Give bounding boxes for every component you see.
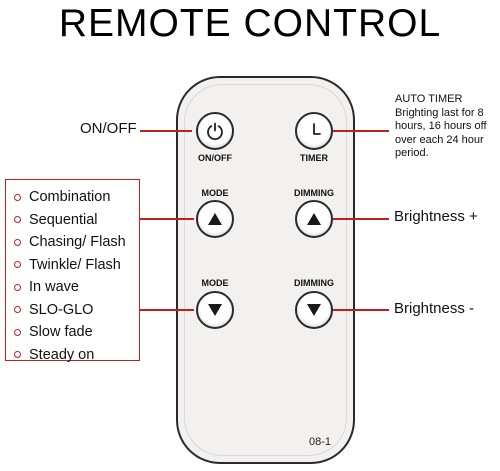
timer-label: TIMER <box>300 153 328 163</box>
mode-list: Combination Sequential Chasing/ Flash Tw… <box>14 186 126 366</box>
mode-item: SLO-GLO <box>14 299 126 322</box>
dimming-up-button[interactable] <box>295 200 333 238</box>
remote-control: ON/OFF TIMER MODE DIMMING MODE DIMMING 0… <box>176 76 355 464</box>
bullet-icon <box>14 351 21 359</box>
mode-list-box: Combination Sequential Chasing/ Flash Tw… <box>5 179 140 363</box>
triangle-up-icon <box>307 213 321 225</box>
clock-icon <box>313 123 321 135</box>
dimming-down-label: DIMMING <box>294 278 334 288</box>
timer-button[interactable] <box>295 112 333 150</box>
mode-down-leader-line <box>140 309 194 311</box>
bullet-icon <box>14 193 21 201</box>
mode-up-button[interactable] <box>196 200 234 238</box>
auto-timer-note: AUTO TIMER Brighting last for 8 hours, 1… <box>395 93 500 161</box>
triangle-down-icon <box>307 304 321 316</box>
mode-item: In wave <box>14 276 126 299</box>
timer-leader-line <box>333 130 389 132</box>
brightness-up-leader-line <box>333 218 389 220</box>
brightness-up-callout: Brightness + <box>394 208 478 225</box>
brightness-down-callout: Brightness - <box>394 300 475 317</box>
bullet-icon <box>14 283 21 291</box>
mode-up-label: MODE <box>201 188 229 198</box>
triangle-up-icon <box>208 213 222 225</box>
auto-timer-body: Brighting last for 8 hours, 16 hours off… <box>395 106 487 160</box>
onoff-callout: ON/OFF <box>80 120 137 137</box>
brightness-down-leader-line <box>333 309 389 311</box>
onoff-label: ON/OFF <box>198 153 232 163</box>
power-button[interactable] <box>196 112 234 150</box>
dimming-down-button[interactable] <box>295 291 333 329</box>
mode-item: Slow fade <box>14 321 126 344</box>
mode-item: Steady on <box>14 344 126 367</box>
model-number: 08-1 <box>308 436 331 448</box>
triangle-down-icon <box>208 304 222 316</box>
mode-down-button[interactable] <box>196 291 234 329</box>
power-icon <box>207 122 223 140</box>
mode-down-label: MODE <box>201 278 229 288</box>
mode-item: Twinkle/ Flash <box>14 254 126 277</box>
onoff-leader-line <box>140 130 192 132</box>
dimming-up-label: DIMMING <box>294 188 334 198</box>
auto-timer-title: AUTO TIMER <box>395 93 463 105</box>
bullet-icon <box>14 261 21 269</box>
bullet-icon <box>14 306 21 314</box>
bullet-icon <box>14 238 21 246</box>
mode-item: Combination <box>14 186 126 209</box>
mode-item: Sequential <box>14 209 126 232</box>
page-title: REMOTE CONTROL <box>58 2 442 45</box>
bullet-icon <box>14 328 21 336</box>
mode-up-leader-line <box>140 218 194 220</box>
bullet-icon <box>14 216 21 224</box>
mode-item: Chasing/ Flash <box>14 231 126 254</box>
